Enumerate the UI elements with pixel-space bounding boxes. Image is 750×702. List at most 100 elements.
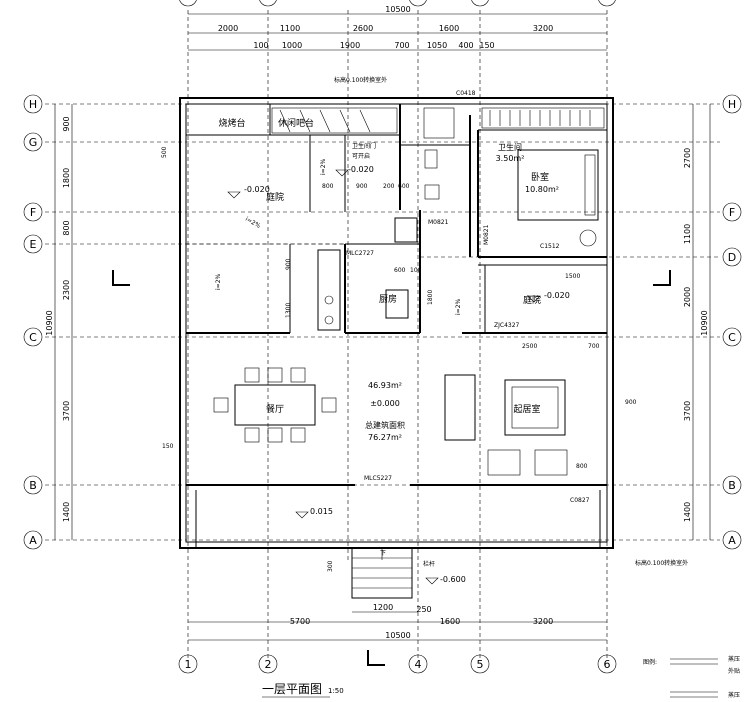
dim: 800 xyxy=(576,463,588,470)
axis-label: 5 xyxy=(477,658,484,671)
dim: 5700 xyxy=(290,617,310,626)
tag-c0827: C0827 xyxy=(570,497,590,504)
dim: 400 xyxy=(458,41,473,50)
dim: 800 xyxy=(62,220,71,235)
dim: 900 xyxy=(356,183,368,190)
gross-area-value: 76.27m² xyxy=(368,433,402,442)
dim: 3200 xyxy=(533,24,553,33)
dim-overall-top: 10500 xyxy=(385,5,410,14)
dims-right: 2700 1100 2000 3700 1400 10900 xyxy=(683,104,711,540)
legend-item1: 蒸压 xyxy=(728,655,740,663)
kitchen-fixtures xyxy=(317,217,418,331)
dim: 600 xyxy=(398,183,410,190)
room-courtyard-left: 庭院 xyxy=(266,191,284,203)
dim: 500 xyxy=(161,146,168,158)
axis-label: F xyxy=(30,206,36,219)
rail-note: 栏杆 xyxy=(423,560,435,568)
room-labels: 烧烤台 休闲吧台 庭院 厨房 餐厅 起居室 卧室 10.80m² 卫生间 3.5… xyxy=(218,117,558,442)
dim: 700 xyxy=(394,41,409,50)
dim: 1600 xyxy=(440,617,460,626)
dim: 1600 xyxy=(439,24,459,33)
level-ground: -0.600 xyxy=(440,575,466,584)
dim: 1050 xyxy=(427,41,447,50)
tag-slope3: i=2% xyxy=(320,158,327,175)
dim: 1400 xyxy=(62,502,71,522)
room-leisure: 休闲吧台 xyxy=(278,117,314,129)
dining-table xyxy=(213,367,337,443)
axis-bubbles-right: H F D C B A xyxy=(722,94,742,550)
dim: 1800 xyxy=(427,290,434,305)
dim: 3700 xyxy=(62,401,71,421)
dim: 300 xyxy=(327,560,334,572)
axis-label: B xyxy=(728,479,736,492)
tags: MLC2727 MLC5227 M0821 M0821 C0418 C1512 … xyxy=(215,76,688,568)
legend-item1b: 外贴 xyxy=(728,667,740,675)
axis-label: H xyxy=(29,98,37,111)
tag-slope2: i=2% xyxy=(215,273,222,290)
note-right: 标高0.100转换室外 xyxy=(635,559,688,567)
toilet-fixtures xyxy=(423,107,455,200)
level-marks: -0.020 -0.020 -0.020 0.015 -0.600 xyxy=(227,165,570,585)
axis-grid xyxy=(45,10,720,660)
dim: 1300 xyxy=(285,303,292,318)
level-porch: 0.015 xyxy=(310,507,333,516)
dim: 900 xyxy=(62,116,71,131)
dim: 250 xyxy=(416,605,431,614)
hall-area: 46.93m² xyxy=(368,381,402,390)
axis-label: D xyxy=(728,251,736,264)
dim: 1400 xyxy=(683,502,692,522)
dim: 2600 xyxy=(353,24,373,33)
walls xyxy=(179,97,614,549)
dim: 3200 xyxy=(533,617,553,626)
dim: 2500 xyxy=(522,343,537,350)
dim: 100 xyxy=(410,267,422,274)
dim-overall-bottom: 10500 xyxy=(385,631,410,640)
gross-area-label: 总建筑面积 xyxy=(365,420,405,430)
legend-item2: 蒸压 xyxy=(728,691,740,699)
stair-down: 下 xyxy=(380,550,386,557)
axis-label: A xyxy=(728,534,736,547)
axis-label: C xyxy=(29,331,37,344)
axis-label: 1 xyxy=(185,658,192,671)
dim-overall-right: 10900 xyxy=(700,310,709,335)
dim: 1500 xyxy=(565,273,580,280)
tag-c1512: C1512 xyxy=(540,243,560,250)
legend-label: 图例: xyxy=(643,658,657,666)
dim: 200 xyxy=(383,183,395,190)
room-kitchen: 厨房 xyxy=(379,293,397,305)
drawing-title: 一层平面图 1:50 xyxy=(262,682,344,698)
axis-label: C xyxy=(728,331,736,344)
axis-bubbles-top xyxy=(179,0,616,7)
axis-label: 4 xyxy=(415,658,422,671)
dim: 2300 xyxy=(62,280,71,300)
openable-note: 可开启 xyxy=(352,152,370,160)
dims-bottom: 1200 250 5700 1600 3200 10500 xyxy=(188,603,607,641)
hall-level: ±0.000 xyxy=(370,399,400,408)
dim: 100 xyxy=(253,41,268,50)
axis-label: B xyxy=(29,479,37,492)
axis-label: E xyxy=(30,238,37,251)
axis-bubbles-bottom: 1 2 4 5 6 xyxy=(178,654,617,674)
dim: 1900 xyxy=(340,41,360,50)
bedroom-vent xyxy=(481,107,605,129)
dim: 2700 xyxy=(683,148,692,168)
dims-top: 10500 2000 1100 2600 1600 3200 100 1000 … xyxy=(188,5,607,51)
room-bbq: 烧烤台 xyxy=(218,117,245,129)
hatch-pattern xyxy=(271,107,398,134)
axis-label: 2 xyxy=(265,658,272,671)
room-bathroom-area: 3.50m² xyxy=(496,154,525,163)
legend: 图例: 蒸压 外贴 蒸压 xyxy=(643,655,740,699)
level-court-right: -0.020 xyxy=(544,291,570,300)
dim: 600 xyxy=(394,267,406,274)
dim: 2000 xyxy=(683,287,692,307)
note-top: 标高0.100转换室外 xyxy=(334,76,387,84)
dim: 1200 xyxy=(373,603,393,612)
room-bedroom-area: 10.80m² xyxy=(525,185,559,194)
dim: 900 xyxy=(625,399,637,406)
title-main: 一层平面图 xyxy=(262,682,322,696)
bed xyxy=(517,149,599,247)
dim: 3700 xyxy=(683,401,692,421)
axis-label: G xyxy=(29,136,38,149)
tag-slope1: i=2% xyxy=(244,216,262,230)
